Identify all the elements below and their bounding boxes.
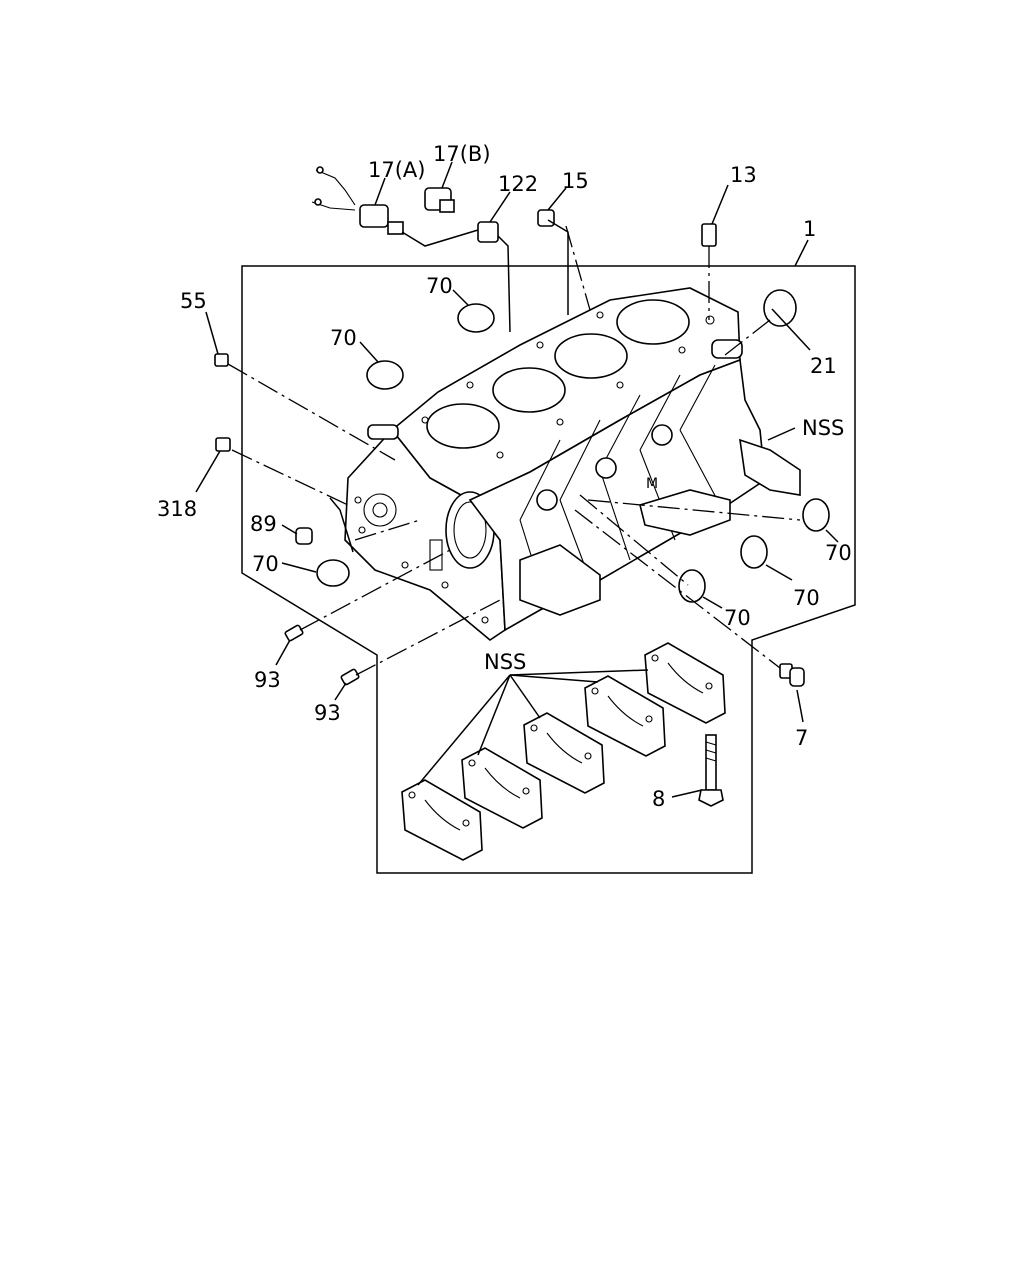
callout-122: 122 — [498, 172, 538, 196]
plug-70-r3 — [678, 569, 706, 603]
callout-13: 13 — [730, 163, 757, 187]
assembly-bracket-outline — [241, 265, 856, 874]
callout-70-left: 70 — [252, 552, 279, 576]
plug-70-r2 — [740, 535, 768, 569]
callout-318: 318 — [157, 497, 197, 521]
plug-70-r1 — [802, 498, 830, 532]
callout-17a: 17(A) — [368, 158, 425, 182]
plug-70-top — [457, 303, 495, 333]
callout-93-b: 93 — [314, 701, 341, 725]
cap-21 — [763, 289, 797, 327]
plug-318 — [215, 437, 231, 452]
callout-70-mid: 70 — [330, 326, 357, 350]
sensor-17b — [424, 187, 455, 213]
callout-89: 89 — [250, 512, 277, 536]
adapter-122 — [477, 221, 499, 243]
callout-21: 21 — [810, 354, 837, 378]
main-bearing-cap-3 — [523, 712, 605, 794]
dowel-93-a — [284, 624, 304, 642]
bearing-cap-bolt — [698, 734, 724, 807]
drain-plug-7 — [779, 663, 805, 687]
callout-93-a: 93 — [254, 668, 281, 692]
main-bearing-cap-2 — [461, 747, 543, 829]
main-bearing-cap-5 — [644, 642, 726, 724]
sensor-17a — [311, 166, 404, 235]
callout-70-r2: 70 — [793, 586, 820, 610]
plug-55 — [214, 353, 229, 367]
plug-70-mid — [366, 360, 404, 390]
cylinder-block: M — [344, 287, 801, 641]
callout-8: 8 — [652, 787, 665, 811]
callout-70-r3: 70 — [724, 606, 751, 630]
callout-nss-caps: NSS — [484, 650, 526, 674]
callout-1: 1 — [803, 217, 816, 241]
callout-17b: 17(B) — [433, 142, 491, 166]
main-bearing-cap-4 — [584, 675, 666, 757]
callout-70-r1: 70 — [825, 541, 852, 565]
callout-15: 15 — [562, 169, 589, 193]
callout-55: 55 — [180, 289, 207, 313]
dowel-13 — [701, 223, 717, 247]
plug-89 — [295, 527, 313, 545]
callout-nss-block: NSS — [802, 416, 844, 440]
plug-15 — [537, 209, 555, 227]
callout-7: 7 — [795, 726, 808, 750]
plug-70-left — [316, 559, 350, 587]
dowel-93-b — [340, 668, 360, 686]
callout-70-top: 70 — [426, 274, 453, 298]
svg-text:M: M — [646, 476, 658, 492]
main-bearing-cap-1 — [401, 779, 483, 861]
